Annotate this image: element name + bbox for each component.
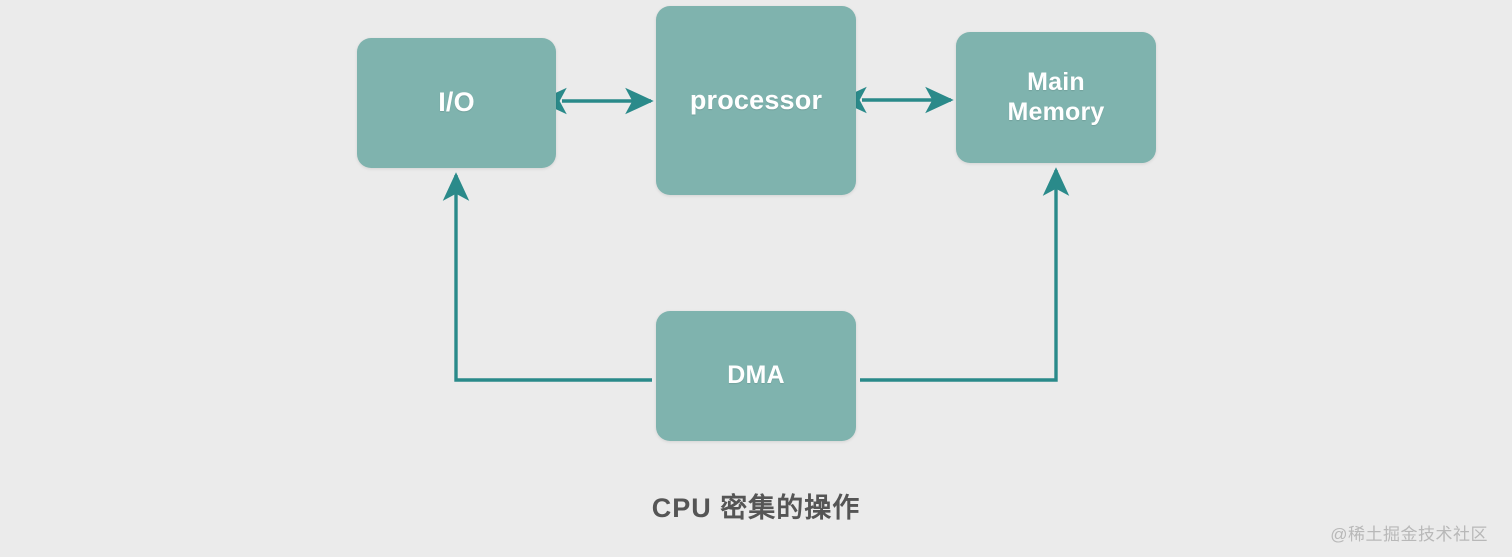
node-dma[interactable]: DMA [656,311,856,441]
connector-dma-main-memory [860,167,1070,382]
node-main-memory-label: Main Memory [1007,68,1105,126]
node-main-memory[interactable]: Main Memory [956,32,1156,163]
node-dma-label: DMA [727,361,785,390]
watermark: @稀土掘金技术社区 [1330,525,1488,544]
node-processor[interactable]: processor [656,6,856,195]
node-io[interactable]: I/O [357,38,556,168]
diagram-caption: CPU 密集的操作 [651,493,861,523]
node-io-label: I/O [438,87,475,118]
node-processor-label: processor [689,84,823,115]
connector-dma-io [442,172,652,382]
